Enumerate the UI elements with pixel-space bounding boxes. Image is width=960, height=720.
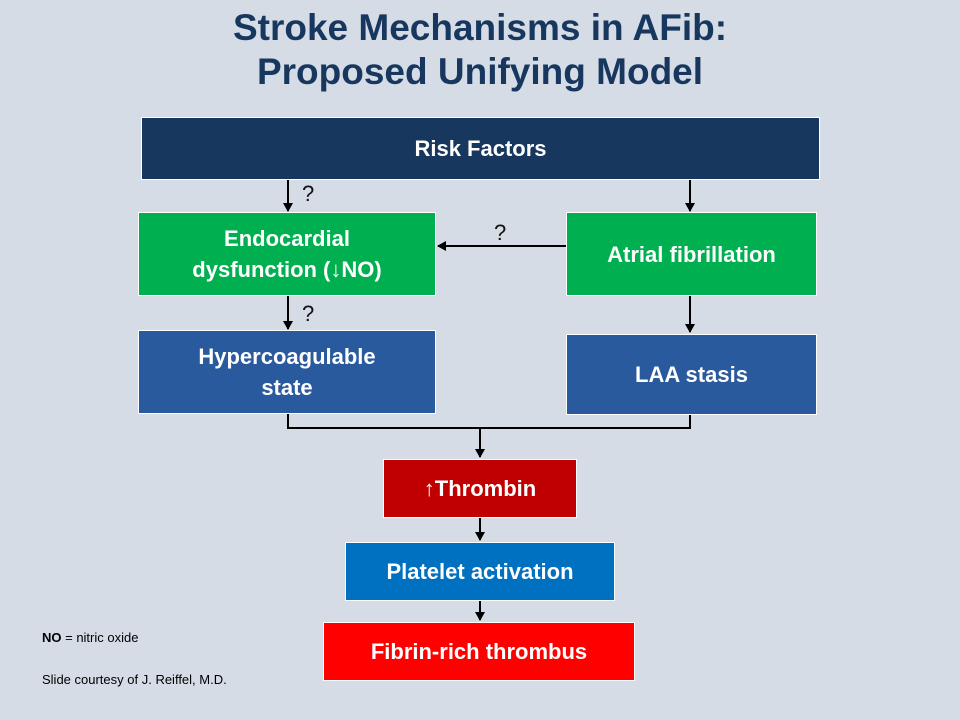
footnote-credit: Slide courtesy of J. Reiffel, M.D. <box>42 672 227 687</box>
box-fibrin-rich-thrombus: Fibrin-rich thrombus <box>323 622 635 681</box>
fibrin-thrombus-label: Fibrin-rich thrombus <box>370 639 588 664</box>
hypercoagulable-label-line-1: Hypercoagulable <box>198 344 376 369</box>
question-mark-risk-to-endocardial: ? <box>302 181 315 206</box>
platelet-activation-label: Platelet activation <box>386 559 574 584</box>
endocardial-label-line-1: Endocardial <box>224 226 350 251</box>
box-thrombin: ↑Thrombin <box>383 459 577 518</box>
box-endocardial-dysfunction: Endocardial dysfunction (↓NO) <box>138 212 436 296</box>
box-laa-stasis: LAA stasis <box>566 334 817 415</box>
up-arrow-icon: ↑ <box>423 476 435 501</box>
box-hypercoagulable-state: Hypercoagulable state <box>138 330 436 414</box>
laa-stasis-label: LAA stasis <box>635 362 748 387</box>
box-risk-factors: Risk Factors <box>141 117 820 180</box>
endocardial-label-line-2: dysfunction (↓NO) <box>192 257 382 282</box>
title-line-1: Stroke Mechanisms in AFib: <box>232 7 728 48</box>
question-mark-afib-to-endocardial: ? <box>494 220 507 245</box>
box-atrial-fibrillation: Atrial fibrillation <box>566 212 817 296</box>
title-line-2: Proposed Unifying Model <box>256 51 704 92</box>
down-arrow-icon: ↓ <box>330 257 342 282</box>
atrial-fibrillation-label: Atrial fibrillation <box>607 241 776 267</box>
slide-title: Stroke Mechanisms in AFib: Proposed Unif… <box>0 6 960 94</box>
hypercoagulable-label-line-2: state <box>261 375 313 400</box>
box-platelet-activation: Platelet activation <box>345 542 615 601</box>
bracket-merge <box>287 414 691 429</box>
footnote-abbreviation: NO = nitric oxide <box>42 630 139 645</box>
risk-factors-label: Risk Factors <box>414 136 547 161</box>
question-mark-endocardial-to-hypercoagulable: ? <box>302 301 315 326</box>
thrombin-label: ↑Thrombin <box>423 476 537 501</box>
